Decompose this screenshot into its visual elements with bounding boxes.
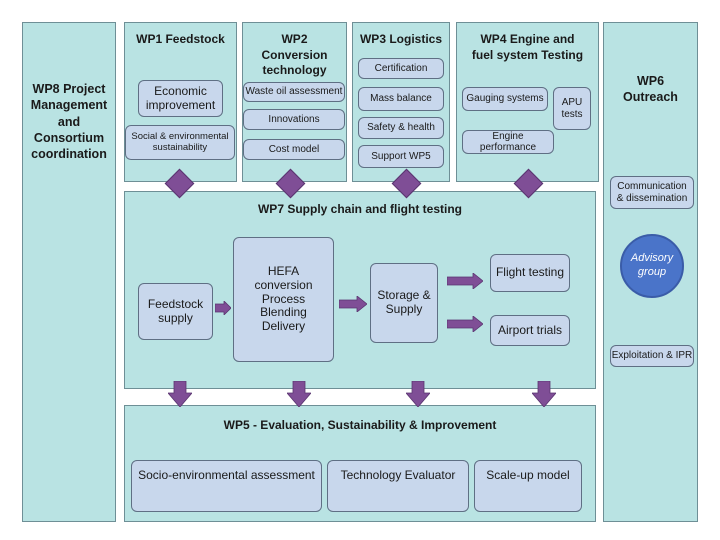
- wp5-technology-evaluator: Technology Evaluator: [327, 460, 469, 512]
- arrow-right-hefa-storage: [339, 296, 367, 312]
- arrow-right-storage-airport: [447, 316, 483, 332]
- wp1-economic-improvement: Economic improvement: [138, 80, 223, 117]
- wp8-title: WP8 Project Management and Consortium co…: [30, 82, 108, 161]
- wp5-socio-environmental: Socio-environmental assessment: [131, 460, 322, 512]
- wp1-title: WP1 Feedstock: [136, 32, 225, 46]
- wp1-social-environmental: Social & environmental sustainability: [125, 125, 235, 160]
- arrow-right-storage-flight: [447, 273, 483, 289]
- advisory-group-circle: Advisory group: [620, 234, 684, 298]
- wp7-flight-testing: Flight testing: [490, 254, 570, 292]
- wp3-certification: Certification: [358, 58, 444, 79]
- wp4-engine-performance: Engine performance: [462, 130, 554, 154]
- wp2-title: WP2 Conversion technology: [261, 32, 328, 78]
- wp2-innovations: Innovations: [243, 109, 345, 130]
- wp7-title: WP7 Supply chain and flight testing: [257, 202, 462, 216]
- arrow-down-4: [532, 381, 556, 407]
- wp4-gauging-systems: Gauging systems: [462, 87, 548, 111]
- wp6-communication: Communication & dissemination: [610, 176, 694, 209]
- wp3-support-wp5: Support WP5: [358, 145, 444, 168]
- wp3-mass-balance: Mass balance: [358, 87, 444, 111]
- arrow-down-3: [406, 381, 430, 407]
- arrow-right-feedstock-hefa: [215, 301, 231, 315]
- wp7-airport-trials: Airport trials: [490, 315, 570, 346]
- wp7-hefa-conversion: HEFA conversion Process Blending Deliver…: [233, 237, 334, 362]
- wp3-safety-health: Safety & health: [358, 117, 444, 139]
- wp4-title: WP4 Engine and fuel system Testing: [471, 32, 584, 62]
- wp6-title: WP6 Outreach: [623, 74, 678, 105]
- wp4-apu-tests: APU tests: [553, 87, 591, 130]
- wp8-panel: WP8 Project Management and Consortium co…: [22, 22, 116, 522]
- arrow-down-1: [168, 381, 192, 407]
- wp5-title: WP5 - Evaluation, Sustainability & Impro…: [223, 418, 497, 432]
- wp2-waste-oil: Waste oil assessment: [243, 82, 345, 102]
- wp5-scale-up-model: Scale-up model: [474, 460, 582, 512]
- arrow-down-2: [287, 381, 311, 407]
- wp3-title: WP3 Logistics: [359, 32, 442, 46]
- wp2-cost-model: Cost model: [243, 139, 345, 160]
- wp7-storage-supply: Storage & Supply: [370, 263, 438, 343]
- wp6-exploitation-ipr: Exploitation & IPR: [610, 345, 694, 367]
- wp7-feedstock-supply: Feedstock supply: [138, 283, 213, 340]
